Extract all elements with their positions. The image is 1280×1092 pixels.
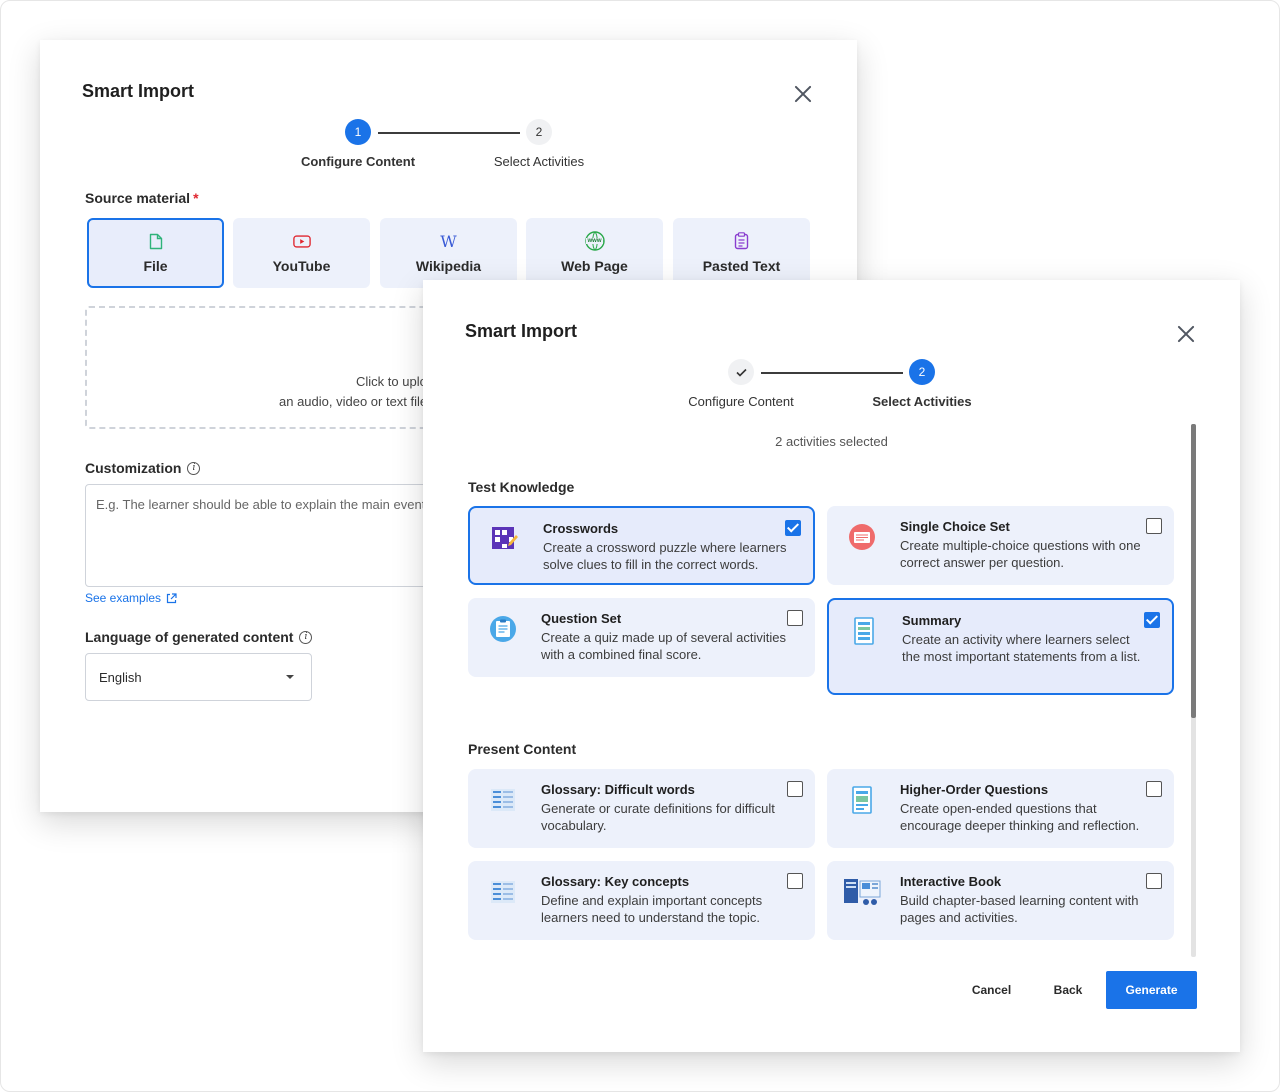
wikipedia-icon: W	[440, 231, 457, 251]
activity-title: Summary	[902, 613, 962, 628]
activity-card-glossary-key-concepts[interactable]: Glossary: Key concepts Define and explai…	[468, 861, 815, 940]
source-tile-web-page[interactable]: www Web Page	[526, 218, 663, 288]
higher-order-questions-icon	[847, 785, 877, 815]
activity-card-glossary-difficult-words[interactable]: Glossary: Difficult words Generate or cu…	[468, 769, 815, 848]
dropzone-text-line1: Click to uplo	[356, 374, 427, 389]
activity-title: Question Set	[541, 611, 622, 626]
step-1-indicator: 1	[345, 119, 371, 145]
language-value: English	[99, 669, 142, 685]
chevron-down-icon	[286, 675, 294, 679]
source-tile-label: File	[143, 258, 168, 274]
step-1-check-indicator	[728, 359, 754, 385]
activity-checkbox[interactable]	[787, 873, 803, 889]
activity-card-interactive-book[interactable]: Interactive Book Build chapter-based lea…	[827, 861, 1174, 940]
step-1-label: Configure Content	[688, 394, 794, 409]
step-1-label: Configure Content	[300, 154, 416, 169]
activity-description: Create a crossword puzzle where learners…	[543, 540, 787, 572]
activity-checkbox[interactable]	[785, 520, 801, 536]
activity-description: Create an activity where learners select…	[902, 632, 1141, 664]
generate-button[interactable]: Generate	[1106, 971, 1197, 1009]
cancel-button[interactable]: Cancel	[971, 983, 1012, 997]
close-icon[interactable]	[1176, 324, 1196, 344]
activity-description: Define and explain important concepts le…	[541, 893, 763, 925]
glossary-icon	[488, 877, 518, 907]
activity-description: Generate or curate definitions for diffi…	[541, 801, 775, 833]
activity-title: Crosswords	[543, 521, 619, 536]
activity-checkbox[interactable]	[1146, 781, 1162, 797]
customization-label: Customization i	[85, 460, 201, 476]
activity-checkbox[interactable]	[1146, 873, 1162, 889]
info-icon[interactable]: i	[299, 630, 313, 644]
language-label: Language of generated content i	[85, 629, 313, 645]
activity-card-question-set[interactable]: Question Set Create a quiz made up of se…	[468, 598, 815, 677]
info-icon[interactable]: i	[187, 461, 201, 475]
group-label-present-content: Present Content	[468, 741, 577, 757]
back-button[interactable]: Back	[1053, 983, 1083, 997]
dropzone-text-line2: an audio, video or text file	[279, 394, 428, 409]
activity-checkbox[interactable]	[1144, 612, 1160, 628]
activity-description: Create a quiz made up of several activit…	[541, 630, 786, 662]
activities-selected-count: 2 activities selected	[775, 434, 888, 449]
stepper-line	[378, 132, 520, 134]
activity-description: Create open-ended questions that encoura…	[900, 801, 1140, 833]
clipboard-icon	[733, 232, 751, 250]
required-mark: *	[193, 190, 199, 206]
activity-card-crosswords[interactable]: Crosswords Create a crossword puzzle whe…	[468, 506, 815, 585]
scrollbar-thumb[interactable]	[1191, 424, 1196, 718]
activity-checkbox[interactable]	[787, 781, 803, 797]
interactive-book-icon	[843, 877, 881, 907]
activity-checkbox[interactable]	[787, 610, 803, 626]
www-text: www	[586, 238, 603, 244]
smart-import-modal-step2: Smart Import 2 Configure Content Select …	[423, 280, 1240, 1052]
modal-title: Smart Import	[465, 321, 578, 341]
activity-description: Create multiple-choice questions with on…	[900, 538, 1141, 570]
source-tile-label: Wikipedia	[415, 258, 482, 274]
activity-title: Single Choice Set	[900, 519, 1010, 534]
source-material-text: Source material	[85, 190, 191, 206]
question-set-icon	[488, 614, 518, 644]
source-material-label: Source material*	[85, 190, 199, 206]
see-examples-text: See examples	[85, 591, 162, 605]
group-label-test-knowledge: Test Knowledge	[468, 479, 575, 495]
source-tile-file[interactable]: File	[87, 218, 224, 288]
source-tile-youtube[interactable]: YouTube	[233, 218, 370, 288]
modal-title: Smart Import	[82, 81, 195, 101]
activity-title: Higher-Order Questions	[900, 782, 1049, 797]
file-icon	[147, 232, 165, 250]
summary-icon	[849, 616, 879, 646]
single-choice-icon	[847, 522, 877, 552]
source-tile-label: YouTube	[272, 258, 331, 274]
source-tile-pasted-text[interactable]: Pasted Text	[673, 218, 810, 288]
activity-title: Glossary: Key concepts	[541, 874, 690, 889]
checkmark-icon	[735, 368, 747, 377]
activity-checkbox[interactable]	[1146, 518, 1162, 534]
language-select[interactable]: English	[85, 653, 312, 701]
stepper-line	[761, 372, 903, 374]
source-tile-label: Pasted Text	[702, 258, 781, 274]
source-tile-wikipedia[interactable]: W Wikipedia	[380, 218, 517, 288]
see-examples-link[interactable]: See examples	[85, 591, 177, 605]
activity-card-single-choice-set[interactable]: Single Choice Set Create multiple-choice…	[827, 506, 1174, 585]
step-2-label: Select Activities	[872, 394, 972, 409]
crossword-icon	[490, 524, 520, 554]
activity-card-summary[interactable]: Summary Create an activity where learner…	[827, 598, 1174, 695]
step-2-indicator: 2	[909, 359, 935, 385]
www-globe-icon: www	[584, 231, 605, 251]
close-icon[interactable]	[793, 84, 813, 104]
step-2-label: Select Activities	[493, 154, 585, 169]
source-tile-label: Web Page	[561, 258, 628, 274]
language-label-text: Language of generated content	[85, 629, 294, 645]
glossary-icon	[488, 785, 518, 815]
activity-title: Glossary: Difficult words	[541, 782, 695, 797]
youtube-icon	[292, 232, 311, 250]
activity-description: Build chapter-based learning content wit…	[900, 893, 1139, 925]
activity-title: Interactive Book	[900, 874, 1002, 889]
step-2-indicator: 2	[526, 119, 552, 145]
customization-text: Customization	[85, 460, 182, 476]
external-link-icon	[166, 592, 177, 603]
activity-card-higher-order-questions[interactable]: Higher-Order Questions Create open-ended…	[827, 769, 1174, 848]
